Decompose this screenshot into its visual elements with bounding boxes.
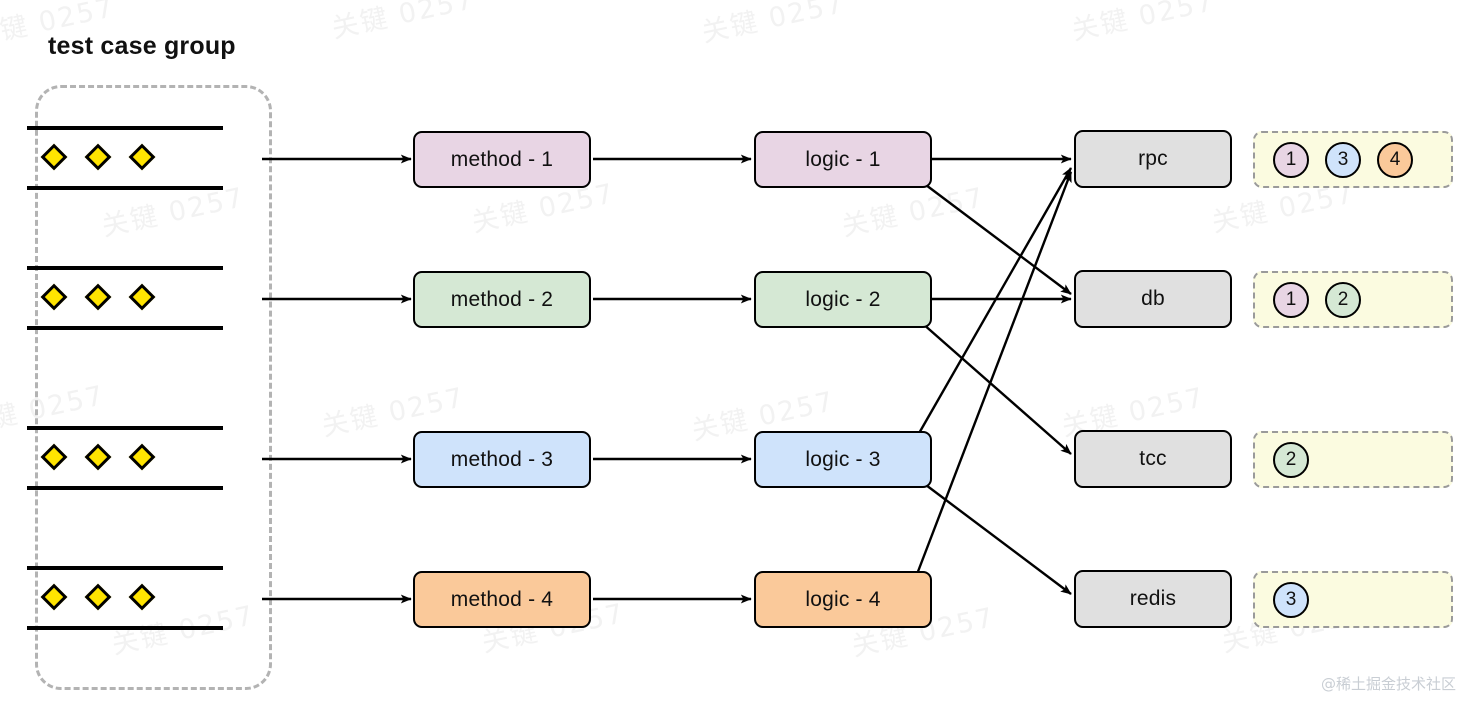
case-row-2[interactable] [27, 266, 223, 330]
edge-logic4-rpc [912, 171, 1073, 583]
case-row-diamonds [43, 586, 207, 608]
node-method-1[interactable]: method - 1 [413, 131, 591, 188]
node-label: db [1141, 287, 1165, 310]
result-chip[interactable]: 1 [1273, 281, 1309, 318]
case-row-1[interactable] [27, 126, 223, 190]
edge-logic3-redis [913, 475, 1072, 595]
case-row-bottom-rule [27, 186, 223, 190]
result-box-redis: 3 [1253, 571, 1453, 628]
page-title: test case group [48, 32, 236, 60]
node-method-2[interactable]: method - 2 [413, 271, 591, 328]
result-box-rpc: 1 3 4 [1253, 131, 1453, 188]
case-row-bottom-rule [27, 626, 223, 630]
node-resource-db[interactable]: db [1074, 270, 1232, 328]
result-chip[interactable]: 4 [1377, 141, 1413, 178]
node-label: logic - 3 [805, 447, 881, 471]
diamond-icon [87, 286, 109, 308]
diamond-icon [87, 586, 109, 608]
node-label: method - 2 [450, 287, 554, 311]
node-label: method - 1 [450, 147, 554, 171]
edge-logic1-db [913, 175, 1072, 295]
node-label: tcc [1139, 447, 1167, 470]
node-logic-4[interactable]: logic - 4 [754, 571, 932, 628]
diamond-icon [43, 146, 65, 168]
node-label: logic - 1 [805, 147, 881, 171]
result-chip[interactable]: 3 [1273, 581, 1309, 618]
node-logic-1[interactable]: logic - 1 [754, 131, 932, 188]
case-row-diamonds [43, 286, 207, 308]
case-row-top-rule [27, 566, 223, 570]
watermark-tile: 关键 0257 [328, 0, 478, 45]
node-label: method - 4 [450, 587, 554, 611]
result-box-db: 1 2 [1253, 271, 1453, 328]
diamond-icon [43, 586, 65, 608]
case-row-bottom-rule [27, 326, 223, 330]
case-row-3[interactable] [27, 426, 223, 490]
node-method-3[interactable]: method - 3 [413, 431, 591, 488]
node-logic-2[interactable]: logic - 2 [754, 271, 932, 328]
result-chip[interactable]: 2 [1325, 281, 1361, 318]
node-label: logic - 2 [805, 287, 881, 311]
diamond-icon [87, 146, 109, 168]
diamond-icon [43, 286, 65, 308]
node-label: method - 3 [450, 447, 554, 471]
result-chip[interactable]: 1 [1273, 141, 1309, 178]
diamond-icon [131, 286, 153, 308]
diamond-icon [131, 446, 153, 468]
case-row-top-rule [27, 126, 223, 130]
node-label: rpc [1138, 147, 1168, 170]
node-method-4[interactable]: method - 4 [413, 571, 591, 628]
node-logic-3[interactable]: logic - 3 [754, 431, 932, 488]
diamond-icon [43, 446, 65, 468]
watermark-tile: 关键 0257 [1068, 0, 1218, 47]
case-row-bottom-rule [27, 486, 223, 490]
node-resource-rpc[interactable]: rpc [1074, 130, 1232, 188]
node-resource-tcc[interactable]: tcc [1074, 430, 1232, 488]
case-row-4[interactable] [27, 566, 223, 630]
diamond-icon [131, 586, 153, 608]
result-box-tcc: 2 [1253, 431, 1453, 488]
case-row-top-rule [27, 266, 223, 270]
case-row-diamonds [43, 446, 207, 468]
node-label: redis [1129, 587, 1177, 610]
watermark-tile: 关键 0257 [698, 0, 848, 49]
node-label: logic - 4 [805, 587, 881, 611]
result-chip[interactable]: 3 [1325, 141, 1361, 178]
diamond-icon [131, 146, 153, 168]
testcase-group-container [35, 85, 272, 690]
diamond-icon [87, 446, 109, 468]
site-watermark: @稀土掘金技术社区 [1320, 675, 1456, 693]
result-chip[interactable]: 2 [1273, 441, 1309, 478]
edge-logic2-tcc [913, 315, 1072, 455]
node-resource-redis[interactable]: redis [1074, 570, 1232, 628]
case-row-top-rule [27, 426, 223, 430]
edge-logic3-rpc [912, 167, 1073, 443]
case-row-diamonds [43, 146, 207, 168]
